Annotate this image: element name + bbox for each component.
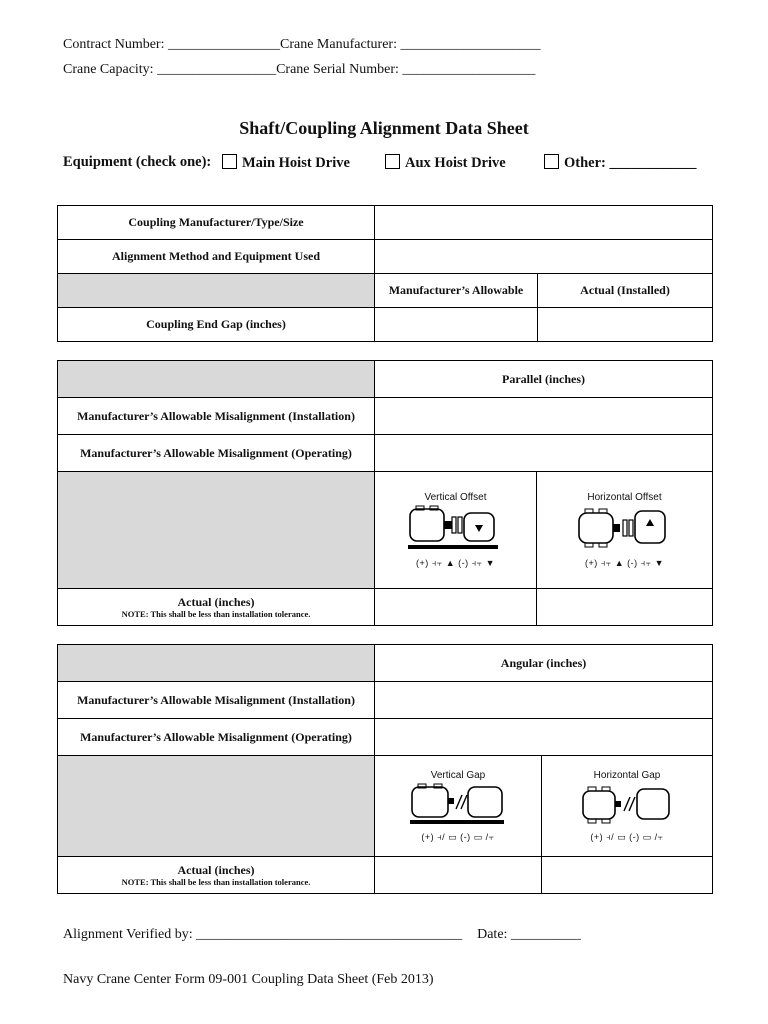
angular-table: Angular (inches) Manufacturer’s Allowabl… <box>57 644 714 894</box>
parallel-table: Parallel (inches) Manufacturer’s Allowab… <box>57 360 714 626</box>
parallel-actual-horizontal-input[interactable] <box>535 588 714 626</box>
option-aux-hoist[interactable]: Aux Hoist Drive <box>385 154 506 172</box>
header-line-2: Crane Capacity: _________________Crane S… <box>63 62 535 78</box>
aux-hoist-checkbox[interactable] <box>385 154 400 169</box>
end-gap-actual-input[interactable] <box>537 307 713 342</box>
option-other[interactable]: Other: ____________ <box>544 154 697 172</box>
gray-spacer <box>57 755 375 857</box>
col-allowable-header: Manufacturer’s Allowable <box>374 273 538 308</box>
verification-line: Alignment Verified by: _________________… <box>63 927 581 943</box>
parallel-actual-label: Actual (inches) <box>177 594 255 609</box>
angular-actual-label: Actual (inches) <box>177 862 255 877</box>
angular-actual-label-cell: Actual (inches) NOTE: This shall be less… <box>57 856 375 894</box>
angular-allow-operating-label: Manufacturer’s Allowable Misalignment (O… <box>57 718 375 756</box>
angular-allow-install-label: Manufacturer’s Allowable Misalignment (I… <box>57 681 375 719</box>
parallel-allow-operating-input[interactable] <box>373 434 714 472</box>
vertical-gap-motor-diagram <box>410 783 504 824</box>
gray-spacer <box>57 273 375 308</box>
alignment-method-input[interactable] <box>374 239 713 274</box>
equipment-row: Equipment (check one): Main Hoist Drive … <box>63 154 697 171</box>
alignment-method-label: Alignment Method and Equipment Used <box>57 239 375 274</box>
parallel-actual-vertical-input[interactable] <box>374 588 537 626</box>
horizontal-offset-legend: (+) ⫞⫟ ▲ (-) ⫞⫟ ▼ <box>585 557 664 568</box>
vertical-offset-legend: (+) ⫞⫟ ▲ (-) ⫞⫟ ▼ <box>416 557 495 568</box>
end-gap-allowable-input[interactable] <box>374 307 538 342</box>
parallel-note: NOTE: This shall be less than installati… <box>121 608 311 619</box>
header-line-1: Contract Number: ________________Crane M… <box>63 37 540 53</box>
option-main-hoist[interactable]: Main Hoist Drive <box>222 154 350 172</box>
parallel-allow-install-label: Manufacturer’s Allowable Misalignment (I… <box>57 397 375 435</box>
vertical-gap-legend: (+) ⫞/ ▭ (-) ▭ /⫟ <box>421 831 495 842</box>
page-title: Shaft/Coupling Alignment Data Sheet <box>239 118 529 138</box>
form-id: Navy Crane Center Form 09-001 Coupling D… <box>63 972 434 987</box>
angular-allow-operating-input[interactable] <box>373 718 714 756</box>
vertical-offset-motor-diagram <box>407 505 498 549</box>
main-hoist-checkbox[interactable] <box>222 154 237 169</box>
crane-serial-field[interactable]: Crane Serial Number: ___________________ <box>276 62 536 77</box>
horizontal-offset-title: Horizontal Offset <box>587 491 662 503</box>
parallel-allow-operating-label: Manufacturer’s Allowable Misalignment (O… <box>57 434 375 472</box>
equipment-label: Equipment (check one): <box>63 154 212 170</box>
other-checkbox[interactable] <box>544 154 559 169</box>
horizontal-offset-motor-diagram <box>577 508 666 547</box>
gray-spacer <box>57 360 375 398</box>
vertical-gap-diagram-cell: Vertical Gap (+) ⫞/ ▭ (-) ▭ /⫟ <box>374 755 542 857</box>
horizontal-gap-title: Horizontal Gap <box>593 769 661 781</box>
horizontal-offset-diagram-cell: Horizontal Offset (+) ⫞⫟ ▲ (-) ⫞⫟ ▼ <box>535 471 714 589</box>
vertical-offset-diagram-cell: Vertical Offset (+) ⫞⫟ ▲ (-) ⫞⫟ ▼ <box>374 471 537 589</box>
coupling-mfr-input[interactable] <box>374 205 713 240</box>
horizontal-gap-legend: (+) ⫞/ ▭ (-) ▭ /⫟ <box>590 831 664 842</box>
angular-heading: Angular (inches) <box>373 644 714 682</box>
horizontal-gap-motor-diagram <box>582 786 670 823</box>
coupling-info-table: Coupling Manufacturer/Type/Size Alignmen… <box>57 205 713 342</box>
vertical-offset-title: Vertical Offset <box>424 491 487 503</box>
angular-actual-vertical-input[interactable] <box>374 856 542 894</box>
angular-allow-install-input[interactable] <box>373 681 714 719</box>
gray-spacer <box>57 471 375 589</box>
end-gap-label: Coupling End Gap (inches) <box>57 307 375 342</box>
col-actual-header: Actual (Installed) <box>537 273 713 308</box>
date-field[interactable]: Date: __________ <box>477 927 581 942</box>
other-label: Other: ____________ <box>564 155 697 171</box>
parallel-heading: Parallel (inches) <box>373 360 714 398</box>
angular-note: NOTE: This shall be less than installati… <box>121 876 311 887</box>
angular-actual-horizontal-input[interactable] <box>540 856 714 894</box>
parallel-allow-install-input[interactable] <box>373 397 714 435</box>
coupling-mfr-label: Coupling Manufacturer/Type/Size <box>57 205 375 240</box>
main-hoist-label: Main Hoist Drive <box>242 155 350 171</box>
aux-hoist-label: Aux Hoist Drive <box>405 155 506 171</box>
verified-by-field[interactable]: Alignment Verified by: _________________… <box>63 927 463 942</box>
horizontal-gap-diagram-cell: Horizontal Gap (+) ⫞/ ▭ (-) ▭ /⫟ <box>540 755 714 857</box>
gray-spacer <box>57 644 375 682</box>
crane-manufacturer-field[interactable]: Crane Manufacturer: ____________________ <box>279 37 541 52</box>
crane-capacity-field[interactable]: Crane Capacity: _________________ <box>63 62 277 77</box>
parallel-actual-label-cell: Actual (inches) NOTE: This shall be less… <box>57 588 375 626</box>
contract-number-field[interactable]: Contract Number: ________________ <box>63 37 280 52</box>
vertical-gap-title: Vertical Gap <box>430 769 486 781</box>
